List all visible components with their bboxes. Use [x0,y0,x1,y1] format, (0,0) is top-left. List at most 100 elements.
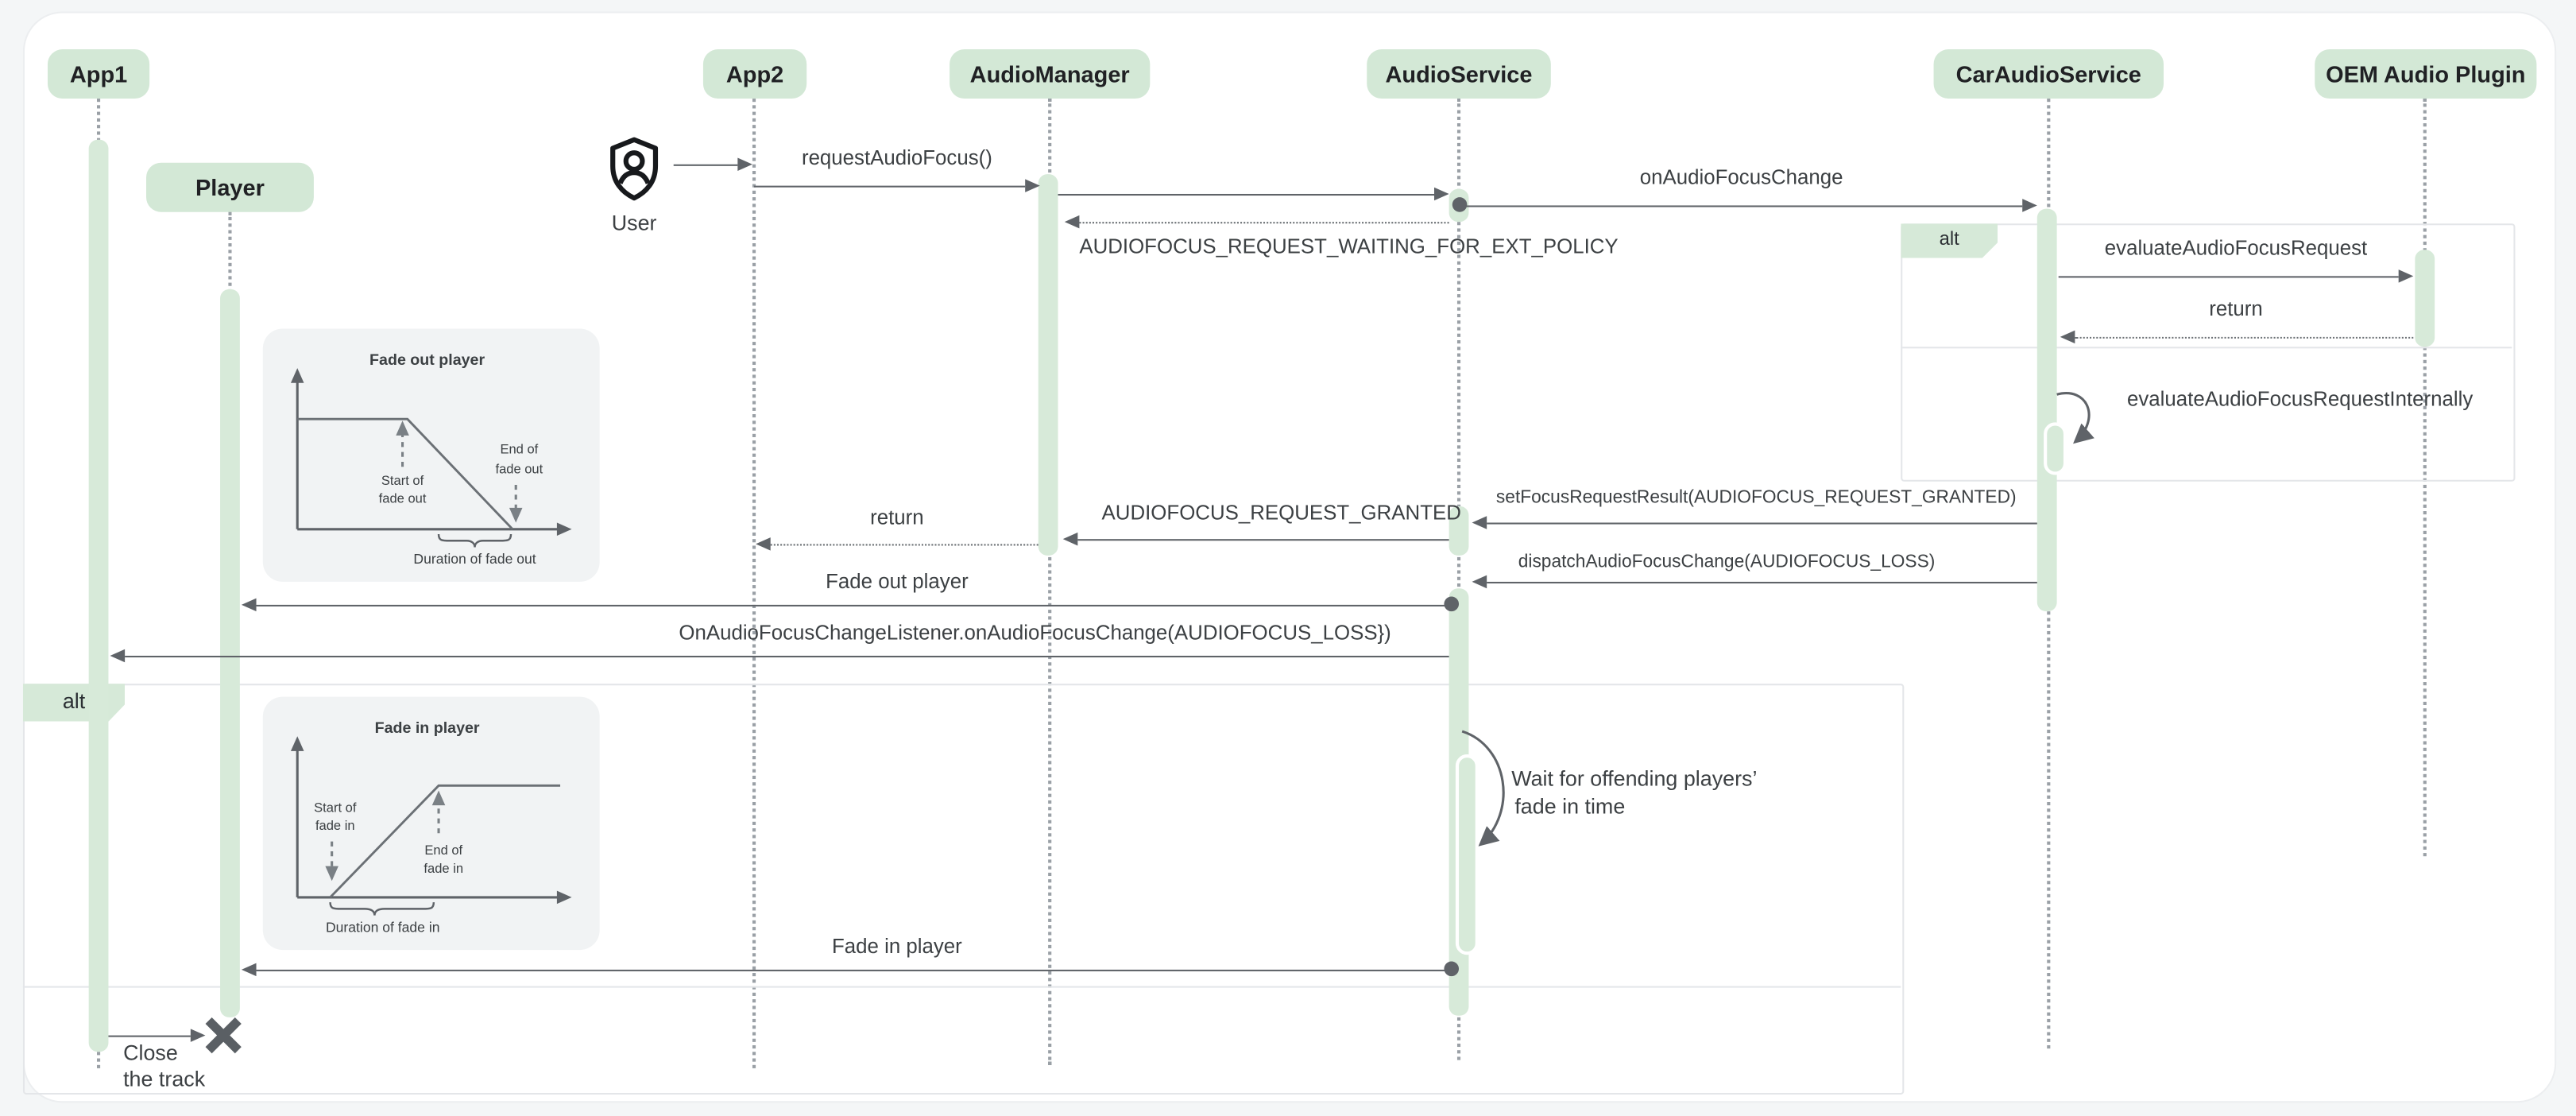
participant-player-label: Player [195,174,265,201]
arrow-return-oem [2060,329,2414,343]
fade-out-duration-label: Duration of fade out [413,551,536,567]
arrowhead [1062,531,1078,545]
participant-audiomanager: AudioManager [950,49,1151,99]
lifeline-app2 [752,99,756,1068]
activation-oem [2415,250,2435,347]
alt-fragment-outer-divider [22,986,1901,988]
fade-in-chart: Fade in player Start of fade in End of f… [290,719,572,935]
participant-audiomanager-label: AudioManager [969,60,1130,87]
arrow-focus-change-listener [110,648,1449,662]
actor-user-label: User [611,210,657,235]
label-wait-line1: Wait for offending players’ [1511,765,1758,791]
arrow-user-to-app2 [673,157,752,170]
arrowhead [241,597,257,611]
fade-in-end-label-2: fade in [424,861,463,876]
activation-audioservice-wait [1455,754,1479,955]
participant-oem-label: OEM Audio Plugin [2326,60,2526,87]
message-origin-dot [1444,596,1460,612]
arrowhead [2398,269,2414,282]
alt-fragment-inner-divider [1901,347,2512,349]
fade-in-duration-label: Duration of fade in [326,919,440,935]
label-on-audio-focus-change: onAudioFocusChange [1639,165,1843,189]
participant-audioservice: AudioService [1367,49,1551,99]
label-fade-out-player: Fade out player [826,570,969,594]
participant-app2: App2 [702,49,807,99]
alt-fragment-inner [1901,223,2516,482]
label-fade-in-player: Fade in player [832,935,962,959]
fade-out-end-label-1: End of [500,442,538,457]
label-close-line1: Close [123,1040,178,1065]
label-return-app2: return [870,506,924,529]
message-origin-dot [1444,961,1460,977]
participant-caraudioservice-label: CarAudioService [1955,60,2141,87]
arrowhead [1064,214,1080,228]
fade-out-y-axis-arrow [290,368,304,383]
activation-caraudioservice-internal [2044,422,2067,475]
lifeline-oem [2423,99,2427,857]
user-shield-icon [610,137,659,201]
participant-app2-label: App2 [725,60,784,87]
alt-fragment-inner-tab: alt [1901,223,1998,258]
arrow-close-track [108,1028,206,1041]
fade-out-start-label-2: fade out [379,491,427,506]
alt-fragment-outer [22,684,1905,1095]
participant-caraudioservice: CarAudioService [1933,49,2164,99]
arrow-evaluate-request [2058,269,2414,282]
fade-in-end-label-1: End of [424,843,462,858]
arrowhead [241,962,257,976]
arrowhead [1472,574,1487,588]
activation-audioservice-2 [1449,506,1469,556]
fade-out-chart: Fade out player Start of fade out End of… [290,351,572,567]
activation-app1 [88,139,109,1052]
fade-in-y-axis-arrow [290,736,304,751]
activation-audiomanager [1038,174,1058,556]
arrowhead [756,537,771,550]
fade-in-duration-brace [329,902,435,916]
arrowhead [737,157,752,170]
fade-in-start-label-2: fade in [315,818,355,833]
fade-out-duration-brace [437,533,512,548]
message-origin-dot [1452,197,1468,212]
participant-app1: App1 [47,49,150,99]
alt-fragment-outer-tab: alt [22,684,126,722]
fade-out-x-axis-arrow [556,522,572,537]
label-set-focus-result: setFocusRequestResult(AUDIOFOCUS_REQUEST… [1495,488,2017,508]
self-loop-wait [1461,730,1505,847]
lifeline-audioservice [1456,99,1461,1060]
self-loop-evaluate-internally [2056,392,2094,444]
label-request-audio-focus: requestAudioFocus() [801,146,992,169]
alt-outer-label: alt [62,688,86,714]
label-request-granted: AUDIOFOCUS_REQUEST_GRANTED [1101,501,1461,525]
fade-in-volume-line [329,784,561,898]
participant-oem: OEM Audio Plugin [2315,49,2537,99]
arrow-audiomanager-to-audioservice [1058,186,1449,200]
arrowhead [2022,198,2037,211]
fade-in-x-axis-arrow [556,890,572,905]
fade-out-start-arrowhead [396,420,409,436]
fade-in-end-arrowhead [431,790,446,806]
fade-in-chart-panel: Fade in player Start of fade in End of f… [262,696,600,951]
fade-out-end-arrowhead [509,507,523,523]
fade-out-chart-title: Fade out player [369,351,485,369]
activation-caraudioservice [2036,208,2057,612]
arrowhead [190,1028,206,1041]
label-focus-change-listener: OnAudioFocusChangeListener.onAudioFocusC… [679,621,1391,645]
arrow-on-audio-focus-change [1464,198,2037,211]
fade-out-chart-panel: Fade out player Start of fade out End of… [262,328,600,582]
fade-in-start-label-1: Start of [314,800,357,815]
arrow-dispatch-loss [1472,574,2037,588]
lifeline-audiomanager [1048,99,1052,1065]
arrow-set-focus-result [1472,515,2037,529]
participant-player: Player [146,162,314,212]
arrow-fade-in-player [241,962,1452,976]
destroy-x-icon [205,1017,242,1054]
arrowhead [1434,186,1449,200]
fade-in-start-arrowhead [325,866,338,882]
participant-app1-label: App1 [69,60,128,87]
label-evaluate-request: evaluateAudioFocusRequest [2104,236,2368,260]
alt-inner-label: alt [1939,229,1959,250]
fade-in-chart-title: Fade in player [375,719,480,737]
fade-out-start-label-1: Start of [381,473,424,488]
label-waiting-ext-policy: AUDIOFOCUS_REQUEST_WAITING_FOR_EXT_POLIC… [1079,234,1619,258]
